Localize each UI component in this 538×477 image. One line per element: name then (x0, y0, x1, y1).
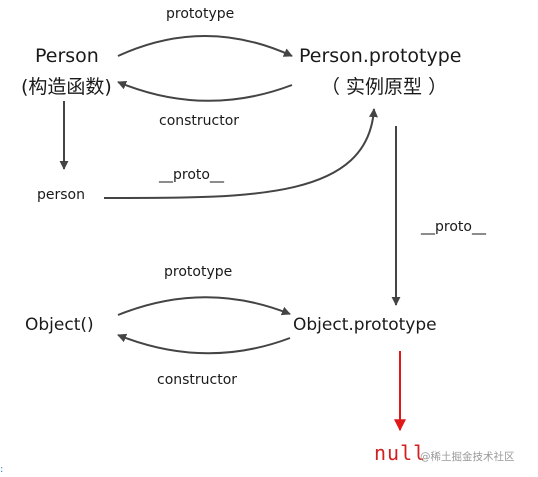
node-person-instance: person (37, 187, 85, 203)
arrow-prototype-to-constructor (117, 80, 293, 102)
edge-artifact: : (0, 464, 3, 475)
edge-label-constructor-bottom: constructor (157, 372, 238, 388)
node-person-prototype: Person.prototype (299, 45, 462, 67)
edge-label-proto-object: __proto__ (421, 219, 486, 235)
node-object-prototype: Object.prototype (293, 315, 437, 335)
node-person-prototype-subtitle: （ 实例原型 ） (321, 76, 448, 98)
edge-label-prototype-top: prototype (166, 6, 235, 22)
edge-label-proto-person: __proto__ (159, 167, 224, 183)
arrow-object-to-prototype (117, 296, 291, 316)
arrow-instance-proto (103, 108, 378, 200)
watermark: @稀土掘金技术社区 (420, 451, 515, 463)
edge-label-prototype-bottom: prototype (164, 264, 233, 280)
node-person-constructor: Person (35, 45, 99, 67)
edge-label-constructor-top: constructor (159, 113, 240, 129)
arrow-person-to-prototype (117, 35, 293, 57)
node-object-constructor: Object() (25, 315, 94, 335)
node-null: null (374, 441, 427, 465)
arrow-object-prototype-to-constructor (117, 333, 291, 355)
node-person-constructor-subtitle: (构造函数) (21, 76, 112, 98)
